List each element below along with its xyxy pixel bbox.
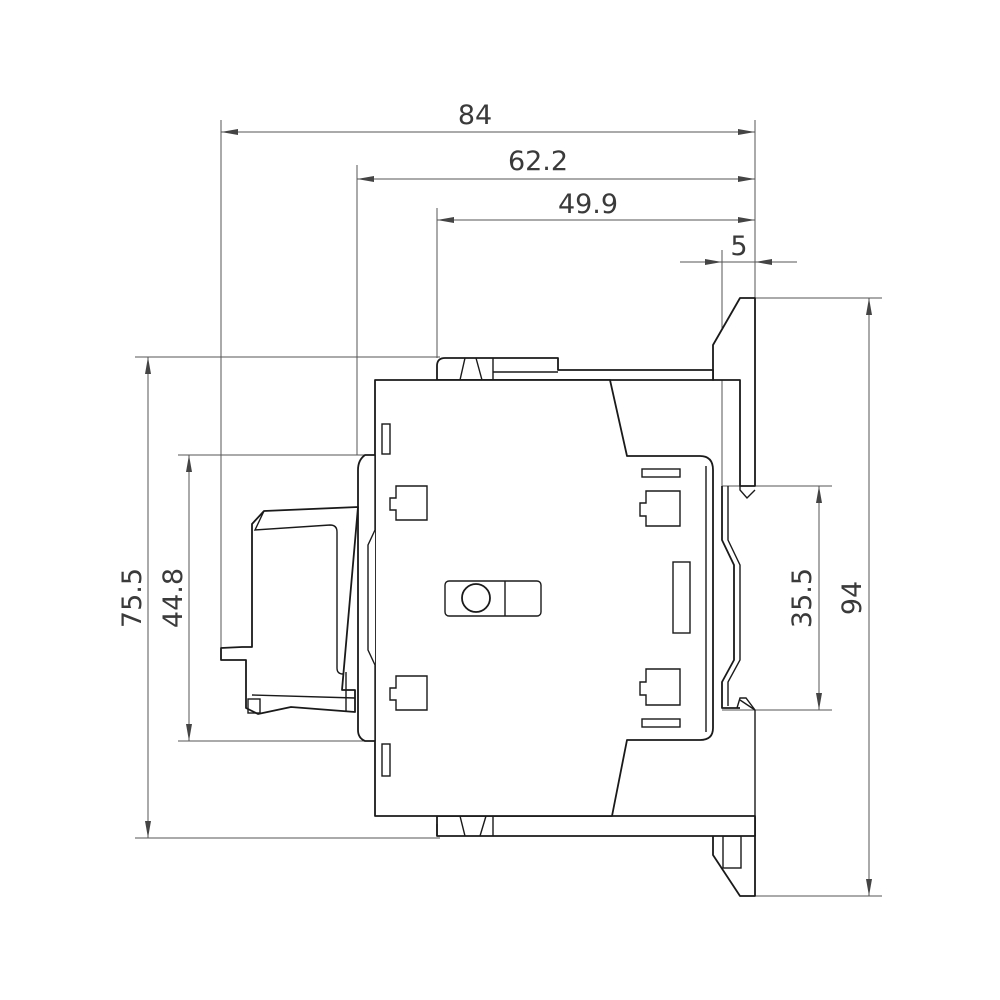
actuator-button-icon bbox=[461, 583, 491, 613]
front-clip-plate bbox=[357, 454, 376, 742]
auxiliary-module bbox=[220, 506, 359, 715]
dim-label-5: 5 bbox=[730, 231, 747, 262]
body-rails bbox=[436, 357, 756, 837]
dim-label-62-2: 62.2 bbox=[508, 146, 568, 177]
dim-label-75-5: 75.5 bbox=[117, 568, 148, 628]
din-rail-profile bbox=[721, 486, 756, 711]
dim-label-49-9: 49.9 bbox=[558, 189, 618, 220]
indicator-slot bbox=[672, 561, 691, 634]
dimension-labels: 84 62.2 49.9 5 75.5 44.8 35.5 94 bbox=[117, 100, 868, 628]
dim-label-84: 84 bbox=[458, 100, 492, 131]
dim-label-94: 94 bbox=[837, 581, 868, 615]
dim-label-35-5: 35.5 bbox=[787, 568, 818, 628]
dim-label-44-8: 44.8 bbox=[158, 568, 189, 628]
dimension-lines bbox=[145, 129, 872, 896]
actuator-window bbox=[444, 580, 542, 617]
main-body bbox=[374, 379, 714, 817]
